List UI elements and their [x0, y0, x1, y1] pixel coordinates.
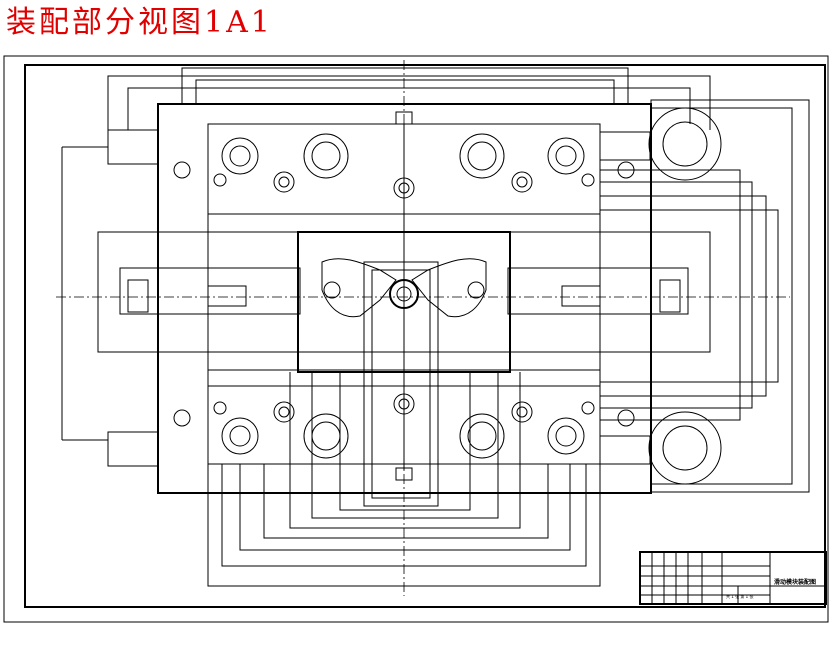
step-lines-right	[600, 107, 793, 485]
part-detail	[321, 111, 487, 481]
left-guide-top	[107, 129, 159, 165]
inner-frame	[24, 64, 826, 608]
center-lines	[56, 60, 790, 596]
title-block	[639, 551, 827, 605]
left-guides	[61, 129, 159, 467]
bolts	[173, 133, 635, 459]
step-lines-top	[107, 67, 711, 130]
left-guide-bottom	[107, 431, 159, 467]
title-block-sheet-info: 共 1 张 第 1 张	[726, 593, 753, 599]
sheet-border	[3, 55, 829, 623]
title-block-drawing-name: 滑动模块装配图	[774, 578, 816, 586]
runner-channel-inner	[371, 269, 431, 499]
page-title: 装配部分视图1A1	[6, 5, 273, 40]
slide-left	[119, 267, 301, 315]
runner-channel	[363, 261, 439, 507]
slide-right	[507, 267, 689, 315]
right-wheel-bottom	[648, 411, 722, 485]
slide-screws	[127, 279, 681, 313]
